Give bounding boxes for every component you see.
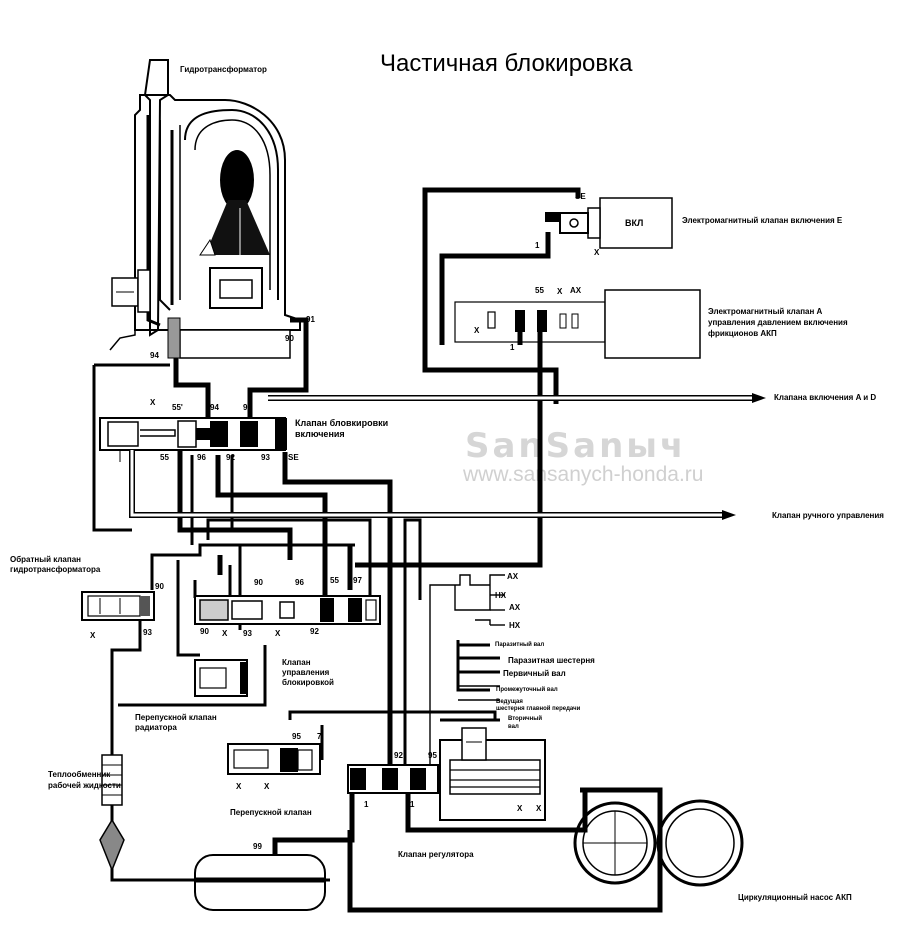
reg-92: 92 — [394, 751, 403, 760]
lsv-94: 94 — [210, 403, 219, 412]
port-91-top: 91 — [306, 315, 315, 324]
reg-95: 95 — [428, 751, 437, 760]
final-drive-label-1: Ведущая — [496, 699, 523, 705]
solenoid-a — [454, 289, 701, 359]
lsv-55: 55 — [160, 453, 169, 462]
diagram-title: Частичная блокировка — [380, 50, 633, 77]
pump-label: Циркуляционный насос АКП — [738, 893, 852, 902]
solenoid-a-x2: X — [474, 326, 480, 335]
secondary-shaft-label-1: Вторичный — [508, 715, 542, 722]
lcv-92: 92 — [310, 627, 319, 636]
lube-ax-1: AX — [507, 572, 519, 581]
torque-converter — [109, 59, 301, 359]
lockup-shift-valve — [99, 417, 287, 462]
se-mark-top: SE — [575, 192, 586, 201]
solenoid-e-label: Электромагнитный клапан включения E — [682, 216, 843, 225]
reg-one-1: 1 — [364, 800, 369, 809]
lsv-91: 91 — [243, 403, 252, 412]
idler-shaft-label: Паразитный вал — [495, 641, 544, 648]
final-drive-label-2: шестерня главной передачи — [496, 705, 581, 712]
solenoid-a-x: X — [557, 287, 563, 296]
secondary-shaft-label-2: вал — [508, 724, 519, 730]
shift-solenoid-e — [545, 197, 673, 249]
heat-exchanger-label-1: Теплообменник — [48, 770, 111, 779]
tcv-90: 90 — [155, 582, 164, 591]
mainshaft-label: Первичный вал — [503, 669, 566, 678]
solenoid-a-label-1: Электромагнитный клапан A — [708, 307, 823, 316]
solenoid-a-label-3: фрикционов АКП — [708, 329, 777, 338]
rv-95: 95 — [292, 732, 301, 741]
torque-converter-label: Гидротрансформатор — [180, 65, 267, 74]
manual-valve-label: Клапан ручного управления — [772, 511, 884, 520]
solenoid-a-55: 55 — [535, 286, 544, 295]
regulator-valve — [347, 727, 546, 821]
rv-7: 7 — [317, 732, 322, 741]
solenoid-a-ax: AX — [570, 286, 582, 295]
lsv-92: 92 — [226, 453, 235, 462]
lcv-55: 55 — [330, 576, 339, 585]
lcv-90-top: 90 — [254, 578, 263, 587]
lockup-shift-valve-label-1: Клапан бловкировки — [295, 418, 388, 428]
solenoid-a-label-2: управления давлением включения — [708, 318, 848, 327]
lube-ax-2: AX — [509, 603, 521, 612]
tcv-93: 93 — [143, 628, 152, 637]
vkl-label: ВКЛ — [625, 218, 643, 228]
watermark-brand: SanSanыч — [465, 426, 686, 466]
lockup-control-valve — [194, 595, 381, 625]
solenoid-a-one: 1 — [510, 343, 515, 352]
lube-hx-1: HX — [495, 591, 507, 600]
port-90-top: 90 — [285, 334, 294, 343]
lcv-93: 93 — [243, 629, 252, 638]
rv-x1: X — [236, 782, 242, 791]
lsv-55p: 55' — [172, 403, 183, 412]
rv-x2: X — [264, 782, 270, 791]
lockup-control-label-2: управления — [282, 668, 330, 677]
line-to-valves-a-d — [268, 393, 766, 403]
reg-x2: X — [536, 804, 542, 813]
idler-gear-label: Паразитная шестерня — [508, 656, 595, 665]
lsv-se: SE — [288, 453, 299, 462]
countershaft-label: Промежуточный вал — [496, 686, 558, 693]
lcv-97: 97 — [353, 576, 362, 585]
tc-check-valve-label-1: Обратный клапан — [10, 555, 81, 564]
cooler-relief-valve — [194, 659, 248, 697]
line-to-manual-valve — [129, 450, 736, 520]
lsv-96: 96 — [197, 453, 206, 462]
lsv-93: 93 — [261, 453, 270, 462]
port-94-top: 94 — [150, 351, 159, 360]
lube-circuit — [429, 574, 505, 770]
heat-exchanger-label-2: рабочей жидкости — [48, 781, 121, 790]
tc-check-valve-label-2: гидротрансформатора — [10, 565, 101, 574]
cooler-relief-label-2: радиатора — [135, 723, 177, 732]
lcv-96: 96 — [295, 578, 304, 587]
lcv-x2: X — [275, 629, 281, 638]
reg-one-2: 1 — [410, 800, 415, 809]
lockup-shift-valve-label-2: включения — [295, 429, 345, 439]
lcv-x1: X — [222, 629, 228, 638]
watermark-url: www.sansanych-honda.ru — [462, 463, 703, 486]
pressure-lines — [173, 187, 663, 913]
solenoid-e-one: 1 — [535, 241, 540, 250]
regulator-valve-label: Клапан регулятора — [398, 850, 474, 859]
cooler-relief-label-1: Перепускной клапан — [135, 713, 217, 722]
heat-exchanger — [99, 754, 125, 873]
tc-check-valve — [81, 591, 155, 621]
relief-valve-label: Перепускной клапан — [230, 808, 312, 817]
atf-pump — [573, 799, 744, 887]
strainer-99: 99 — [253, 842, 262, 851]
lsv-x: X — [150, 398, 156, 407]
lockup-control-label-3: блокировкой — [282, 678, 334, 687]
tcv-x: X — [90, 631, 96, 640]
solenoid-e-x: X — [594, 248, 600, 257]
reg-x1: X — [517, 804, 523, 813]
atf-strainer — [180, 854, 330, 911]
lcv-90: 90 — [200, 627, 209, 636]
lockup-control-label-1: Клапан — [282, 658, 311, 667]
to-valves-a-d-label: Клапана включения A и D — [774, 393, 876, 402]
relief-valve — [227, 743, 321, 775]
lube-hx-2: HX — [509, 621, 521, 630]
